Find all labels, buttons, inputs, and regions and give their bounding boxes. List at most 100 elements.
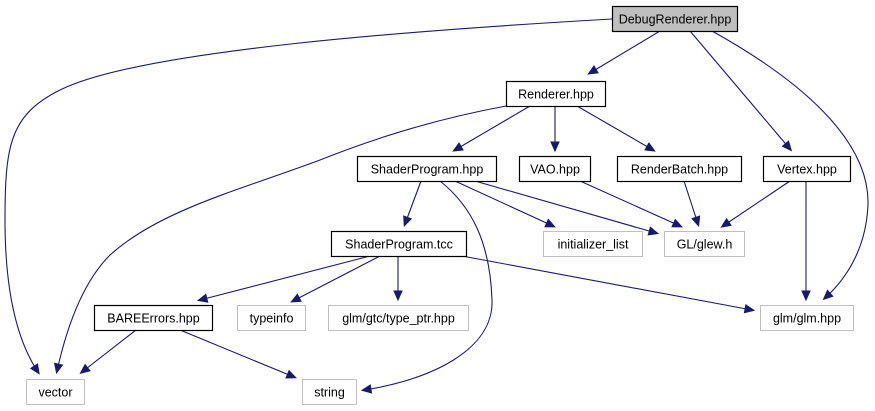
node-box [93,304,214,332]
node-box [328,305,469,331]
edge-shaderprogram-hpp-to-string [360,180,493,394]
node-label: typeinfo [250,312,294,326]
edge-bareerrors-hpp-to-string [179,329,297,379]
nodes-layer: DebugRenderer.hppRenderer.hppShaderProgr… [26,5,854,405]
edge-renderer-hpp-to-shaderprogram-hpp [452,105,531,152]
node-label: DebugRenderer.hpp [619,13,732,27]
edge-line [404,180,422,225]
node-box [616,155,743,183]
node-label: glm/glm.hpp [773,312,841,326]
node-label: vector [38,386,72,400]
node-debugrenderer-hpp[interactable]: DebugRenderer.hpp [611,5,739,33]
edge-line [292,255,381,302]
node-box [26,379,85,405]
node-bareerrors-hpp[interactable]: BAREErrors.hpp [93,304,214,332]
node-label: ShaderProgram.hpp [371,163,484,177]
node-shaderprogram-hpp[interactable]: ShaderProgram.hpp [356,155,498,183]
edge-line [711,30,869,299]
edge-line [56,105,507,372]
edge-shaderprogram-tcc-to-glm-gtc-type-ptr-hpp [393,256,403,302]
node-label: RenderBatch.hpp [631,163,728,177]
edge-line [199,255,371,301]
edge-shaderprogram-hpp-to-shaderprogram-tcc [403,180,422,228]
edge-debugrenderer-hpp-to-vertex-hpp [689,30,793,152]
edge-line [722,180,791,227]
node-typeinfo: typeinfo [237,305,306,331]
node-box [664,231,745,257]
node-box [302,379,357,405]
node-box [760,305,854,331]
edge-line [454,180,554,227]
edge-line [461,255,753,311]
node-box [611,5,739,33]
edge-bareerrors-hpp-to-vector [79,329,137,374]
arrowhead-icon [720,217,732,228]
arrowhead-icon [587,65,599,75]
arrowhead-icon [29,363,40,375]
node-string: string [302,379,357,405]
edges-layer [4,18,869,394]
arrowhead-icon [550,141,560,153]
node-box [518,155,592,183]
arrowhead-icon [647,226,660,236]
arrowhead-icon [691,215,701,228]
edge-line [474,180,657,234]
arrowhead-icon [743,303,756,314]
edge-debugrenderer-hpp-to-glm-glm-hpp [711,30,869,301]
edge-line [454,105,531,151]
node-glm-glm-hpp: glm/glm.hpp [760,305,854,331]
node-label: ShaderProgram.tcc [345,238,453,252]
arrowhead-icon [822,289,834,301]
node-label: Renderer.hpp [518,88,594,102]
arrowhead-icon [79,363,91,374]
edge-shaderprogram-tcc-to-bareerrors-hpp [196,255,371,303]
edge-vertex-hpp-to-glm-glm-hpp [801,181,811,302]
node-vertex-hpp[interactable]: Vertex.hpp [762,155,852,183]
edge-line [4,18,613,373]
edge-shaderprogram-hpp-to-initializer-list [454,180,556,228]
node-renderbatch-hpp[interactable]: RenderBatch.hpp [616,155,743,183]
arrowhead-icon [544,218,556,228]
node-label: BAREErrors.hpp [107,312,199,326]
edge-renderer-hpp-to-vao-hpp [550,106,560,153]
arrowhead-icon [801,290,811,302]
arrowhead-icon [285,369,297,379]
arrowhead-icon [53,362,64,375]
edge-vertex-hpp-to-gl-glew-h [720,180,791,228]
arrowhead-icon [781,140,793,152]
node-vector: vector [26,379,85,405]
node-initializer-list: initializer_list [543,231,643,257]
arrowhead-icon [403,215,413,228]
edge-renderer-hpp-to-renderbatch-hpp [576,105,656,152]
edge-line [589,30,661,74]
node-glm-gtc-type-ptr-hpp: glm/gtc/type_ptr.hpp [328,305,469,331]
node-box [237,305,306,331]
arrowhead-icon [290,293,302,303]
edge-debugrenderer-hpp-to-renderer-hpp [587,30,661,75]
edge-line [579,180,681,227]
node-box [762,155,852,183]
arrowhead-icon [644,142,656,152]
node-label: Vertex.hpp [777,163,837,177]
node-box [330,230,468,258]
node-label: GL/glew.h [677,238,733,252]
node-shaderprogram-tcc[interactable]: ShaderProgram.tcc [330,230,468,258]
edge-shaderprogram-tcc-to-typeinfo [290,255,381,303]
edge-renderbatch-hpp-to-gl-glew-h [683,180,701,228]
edge-line [576,105,654,151]
edge-shaderprogram-tcc-to-glm-glm-hpp [461,255,756,314]
node-vao-hpp[interactable]: VAO.hpp [518,155,592,183]
edge-line [683,180,699,225]
arrowhead-icon [393,290,403,302]
node-renderer-hpp[interactable]: Renderer.hpp [505,80,607,108]
edge-renderer-hpp-to-vector [53,105,507,375]
edge-shaderprogram-hpp-to-gl-glew-h [474,180,660,236]
node-label: initializer_list [558,238,629,252]
arrowhead-icon [452,142,464,152]
edge-debugrenderer-hpp-to-vector [4,18,613,375]
node-gl-glew-h: GL/glew.h [664,231,745,257]
arrowhead-icon [196,293,209,303]
node-label: glm/gtc/type_ptr.hpp [342,312,455,326]
node-box [543,231,643,257]
